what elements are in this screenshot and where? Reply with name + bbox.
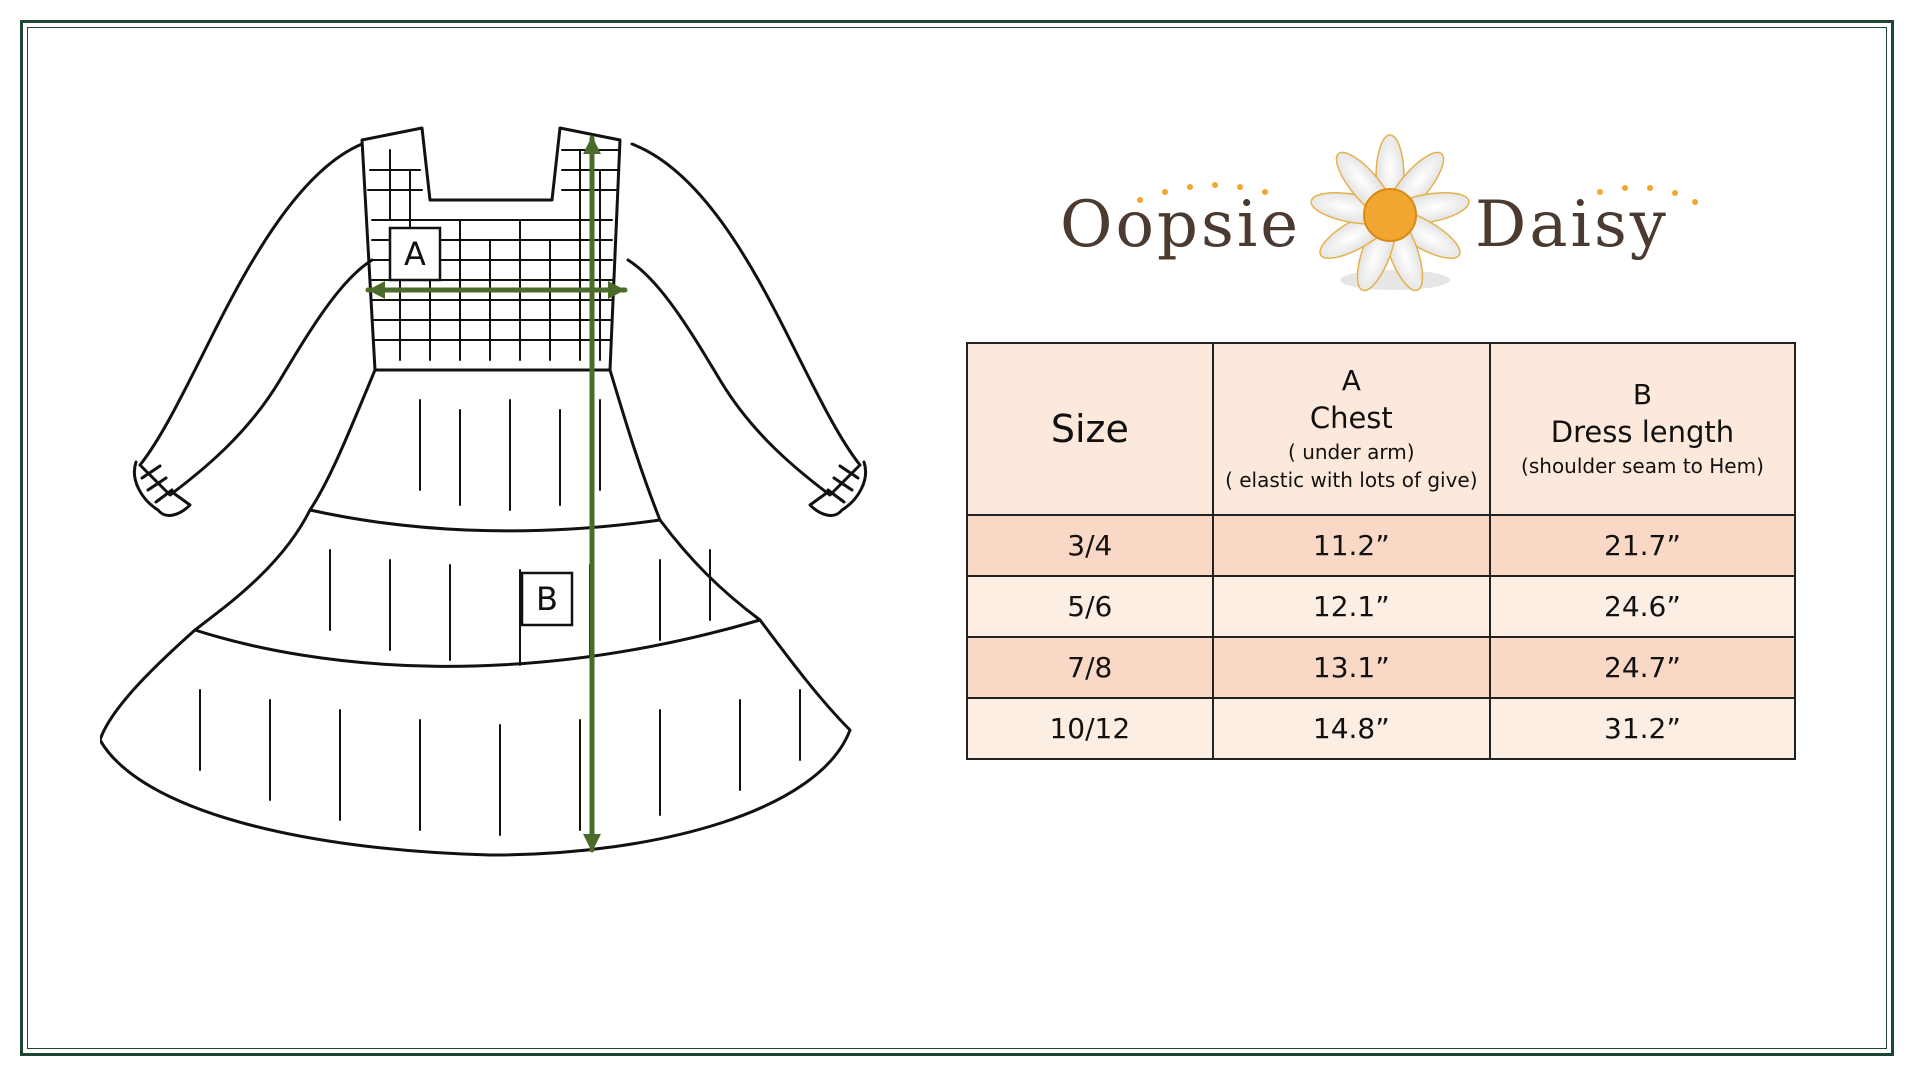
table-row: 7/8 13.1” 24.7”: [966, 636, 1797, 699]
skirt-tier-3: [100, 618, 852, 857]
header-chest: A Chest ( under arm) ( elastic with lots…: [1211, 342, 1491, 516]
label-a: A: [404, 235, 426, 273]
logo-word-oopsie: Oopsie: [1060, 188, 1302, 262]
table-row: 5/6 12.1” 24.6”: [966, 575, 1797, 638]
header-length-letter: B: [1632, 378, 1653, 411]
page-frame-outer: [20, 20, 1894, 1056]
header-chest-letter: A: [1341, 364, 1361, 397]
dress-measurement-diagram: A B: [100, 126, 867, 857]
cell-size: 3/4: [966, 514, 1214, 577]
daisy-flower-icon: [1310, 134, 1470, 292]
right-cuff: [808, 460, 867, 517]
label-box-a: [388, 226, 442, 282]
size-chart-table: Size A Chest ( under arm) ( elastic with…: [966, 342, 1797, 760]
cell-size: 10/12: [966, 697, 1214, 760]
table-row: 3/4 11.2” 21.7”: [966, 514, 1797, 577]
left-cuff: [133, 460, 192, 517]
header-chest-note-2: ( elastic with lots of give): [1225, 468, 1478, 492]
label-b: B: [536, 580, 558, 618]
table-header-row: Size A Chest ( under arm) ( elastic with…: [966, 342, 1797, 516]
logo-word-daisy: Daisy: [1475, 188, 1669, 262]
cell-chest: 13.1”: [1211, 636, 1491, 699]
header-length: B Dress length (shoulder seam to Hem): [1488, 342, 1797, 516]
left-sleeve: [138, 142, 374, 497]
right-sleeve: [626, 142, 862, 497]
cell-length: 24.6”: [1488, 575, 1797, 638]
skirt-tier-2: [193, 508, 762, 668]
header-length-note: (shoulder seam to Hem): [1521, 454, 1764, 478]
skirt-tier-1: [308, 368, 662, 533]
cell-length: 31.2”: [1488, 697, 1797, 760]
cell-chest: 14.8”: [1211, 697, 1491, 760]
page-frame-inner: [27, 27, 1887, 1049]
cell-chest: 11.2”: [1211, 514, 1491, 577]
header-chest-name: Chest: [1309, 401, 1393, 435]
table-row: 10/12 14.8” 31.2”: [966, 697, 1797, 760]
cell-chest: 12.1”: [1211, 575, 1491, 638]
cell-length: 21.7”: [1488, 514, 1797, 577]
cell-size: 7/8: [966, 636, 1214, 699]
header-length-name: Dress length: [1550, 415, 1735, 449]
label-box-b: [520, 571, 574, 627]
cell-size: 5/6: [966, 575, 1214, 638]
oopsie-daisy-logo: Oopsie Daisy: [1050, 130, 1710, 320]
header-chest-note-1: ( under arm): [1288, 440, 1415, 464]
header-size: Size: [966, 342, 1214, 516]
bodice: [360, 126, 622, 372]
logo-dot-arc: [1137, 182, 1698, 205]
cell-length: 24.7”: [1488, 636, 1797, 699]
